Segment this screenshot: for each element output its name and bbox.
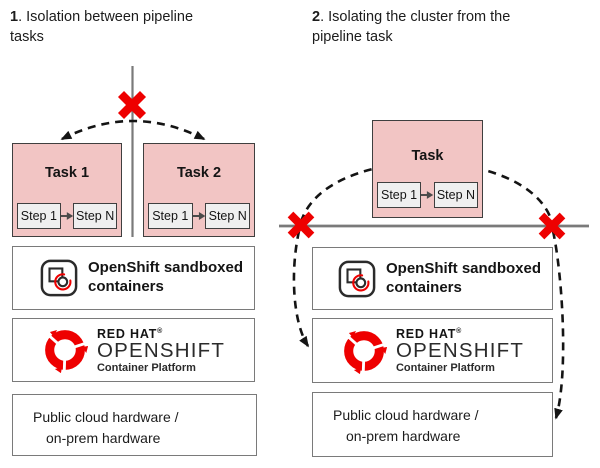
step-last-box: Step N	[433, 182, 478, 208]
task-label: Task 1	[44, 165, 90, 181]
openshift-product-text: OPENSHIFT	[395, 339, 525, 362]
step-first-box: Step 1	[148, 203, 193, 229]
openshift-sandboxed-containers-icon	[338, 260, 376, 297]
hardware-label: Public cloud hardware / on-prem hardware	[13, 395, 256, 449]
dashed-isolation-arrow	[551, 230, 565, 420]
red-hat-openshift-wordmark: RED HAT® OPENSHIFT Container Platform	[396, 327, 524, 374]
hardware-layer: Public cloud hardware / on-prem hardware	[312, 392, 553, 457]
hardware-label: Public cloud hardware / on-prem hardware	[313, 393, 552, 447]
panel-title-text: . Isolation between pipeline tasks	[10, 9, 194, 45]
task-steps: Step 1 Step N	[17, 203, 118, 229]
blocked-x-icon	[117, 90, 147, 120]
sandboxed-containers-layer: OpenShift sandboxed containers	[312, 247, 553, 310]
sandboxed-label-line1: OpenShift sandboxed	[386, 259, 542, 277]
panel-title-text: . Isolating the cluster from the pipelin…	[312, 9, 511, 45]
hardware-label-line2: on-prem hardware	[46, 430, 161, 446]
panel-number: 2	[312, 9, 321, 25]
task-steps: Step 1 Step N	[148, 203, 250, 229]
red-hat-openshift-wordmark: RED HAT® OPENSHIFT Container Platform	[97, 327, 225, 374]
step-arrow-icon	[192, 212, 205, 220]
task-steps: Step 1 Step N	[377, 182, 478, 208]
sandboxed-label-line2: containers	[386, 278, 462, 296]
redhat-brand-text: RED HAT®	[395, 327, 463, 341]
sandboxed-containers-layer: OpenShift sandboxed containers	[12, 246, 255, 310]
red-hat-openshift-logo	[45, 330, 88, 373]
step-last-box: Step N	[73, 203, 118, 229]
registered-mark: ®	[456, 327, 463, 335]
container-platform-text: Container Platform	[395, 362, 495, 374]
hardware-label-line1: Public cloud hardware /	[333, 407, 479, 423]
task-box: Task Step 1 Step N	[372, 120, 483, 218]
blocked-x-icon	[538, 212, 566, 240]
hardware-layer: Public cloud hardware / on-prem hardware	[12, 394, 257, 456]
openshift-sandboxed-containers-icon	[40, 259, 78, 297]
openshift-platform-layer: RED HAT® OPENSHIFT Container Platform	[312, 318, 553, 383]
task-label: Task 2	[176, 165, 222, 181]
step-arrow-icon	[60, 212, 73, 220]
sandboxed-label-line2: containers	[88, 278, 164, 295]
task1-box: Task 1 Step 1 Step N	[12, 143, 122, 237]
task-label: Task	[411, 148, 444, 164]
task2-box: Task 2 Step 1 Step N	[143, 143, 255, 237]
step-arrow-icon	[421, 191, 434, 199]
sandboxed-label-line1: OpenShift sandboxed	[88, 259, 244, 277]
container-platform-text: Container Platform	[96, 361, 196, 374]
blocked-x-icon	[287, 211, 315, 239]
dashed-isolation-arrow	[60, 119, 206, 141]
step-last-box: Step N	[205, 203, 250, 229]
step-first-box: Step 1	[377, 182, 422, 208]
openshift-product-text: OPENSHIFT	[96, 338, 226, 362]
red-hat-openshift-logo	[344, 330, 387, 374]
hardware-label-line2: on-prem hardware	[346, 428, 461, 444]
registered-mark: ®	[157, 327, 164, 335]
panel-number: 1	[10, 9, 19, 25]
panel-title-isolation-between-tasks: 1. Isolation between pipeline tasks	[10, 8, 218, 47]
sandboxed-containers-label: OpenShift sandboxed containers	[386, 260, 541, 298]
hardware-label-line1: Public cloud hardware /	[33, 409, 179, 425]
openshift-platform-layer: RED HAT® OPENSHIFT Container Platform	[12, 318, 255, 382]
redhat-brand-text: RED HAT®	[96, 326, 164, 341]
sandboxed-containers-label: OpenShift sandboxed containers	[88, 259, 243, 297]
panel-title-isolating-cluster: 2. Isolating the cluster from the pipeli…	[312, 8, 526, 47]
step-first-box: Step 1	[17, 203, 61, 229]
dashed-isolation-arrow	[292, 230, 310, 348]
